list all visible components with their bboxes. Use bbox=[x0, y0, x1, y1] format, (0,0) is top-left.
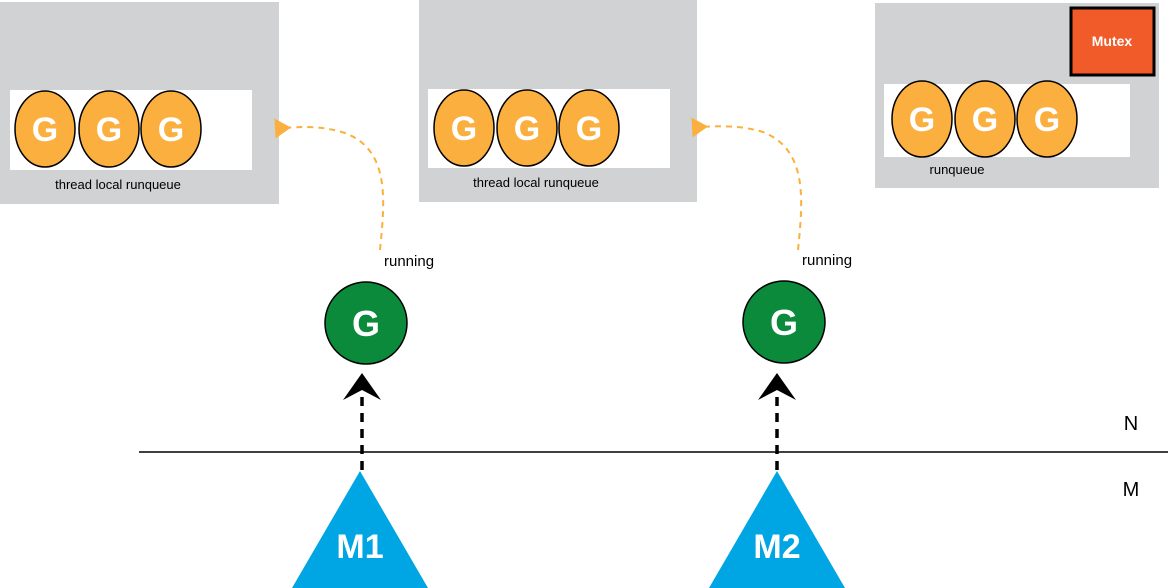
svg-text:G: G bbox=[770, 302, 798, 343]
svg-text:G: G bbox=[576, 110, 602, 148]
global-runqueue-panel: Mutex G G G runqueue bbox=[875, 3, 1159, 188]
machine-m2: M2 bbox=[709, 471, 845, 588]
svg-text:G: G bbox=[352, 303, 380, 344]
svg-text:M2: M2 bbox=[753, 528, 800, 566]
svg-text:G: G bbox=[32, 111, 58, 149]
svg-text:G: G bbox=[96, 111, 122, 149]
goroutine-queued: G bbox=[14, 90, 76, 168]
goroutine-queued: G bbox=[558, 89, 620, 167]
running-to-queue-arrow bbox=[691, 117, 803, 251]
goroutine-queued: G bbox=[954, 80, 1016, 158]
processor-panel-1: G G G thread local runqueue bbox=[0, 2, 279, 204]
goroutine-queued: G bbox=[433, 89, 495, 167]
svg-text:G: G bbox=[1034, 101, 1060, 139]
running-label: running bbox=[802, 252, 852, 269]
layer-label-n: N bbox=[1124, 413, 1138, 435]
svg-text:G: G bbox=[451, 110, 477, 148]
svg-text:G: G bbox=[909, 101, 935, 139]
goroutine-running: G bbox=[742, 280, 826, 364]
svg-text:Mutex: Mutex bbox=[1092, 33, 1133, 49]
goroutine-running: G bbox=[324, 281, 408, 365]
goroutine-queued: G bbox=[140, 90, 202, 168]
mutex-badge: Mutex bbox=[1069, 6, 1156, 77]
goroutine-queued: G bbox=[78, 90, 140, 168]
svg-text:G: G bbox=[158, 111, 184, 149]
machine-to-goroutine-arrow bbox=[758, 373, 796, 470]
goroutine-queued: G bbox=[891, 80, 953, 158]
runqueue-label: runqueue bbox=[930, 162, 985, 177]
goroutine-queued: G bbox=[1016, 80, 1078, 158]
machine-m1: M1 bbox=[292, 471, 428, 588]
layer-label-m: M bbox=[1123, 479, 1140, 501]
svg-text:M1: M1 bbox=[336, 528, 383, 566]
runqueue-label: thread local runqueue bbox=[473, 175, 599, 190]
processor-panel-2: G G G thread local runqueue bbox=[419, 0, 697, 202]
running-to-queue-arrow bbox=[274, 118, 385, 251]
machine-to-goroutine-arrow bbox=[343, 373, 381, 470]
runqueue-label: thread local runqueue bbox=[55, 177, 181, 192]
svg-text:G: G bbox=[514, 110, 540, 148]
svg-text:G: G bbox=[972, 101, 998, 139]
running-label: running bbox=[384, 253, 434, 270]
goroutine-queued: G bbox=[496, 89, 558, 167]
